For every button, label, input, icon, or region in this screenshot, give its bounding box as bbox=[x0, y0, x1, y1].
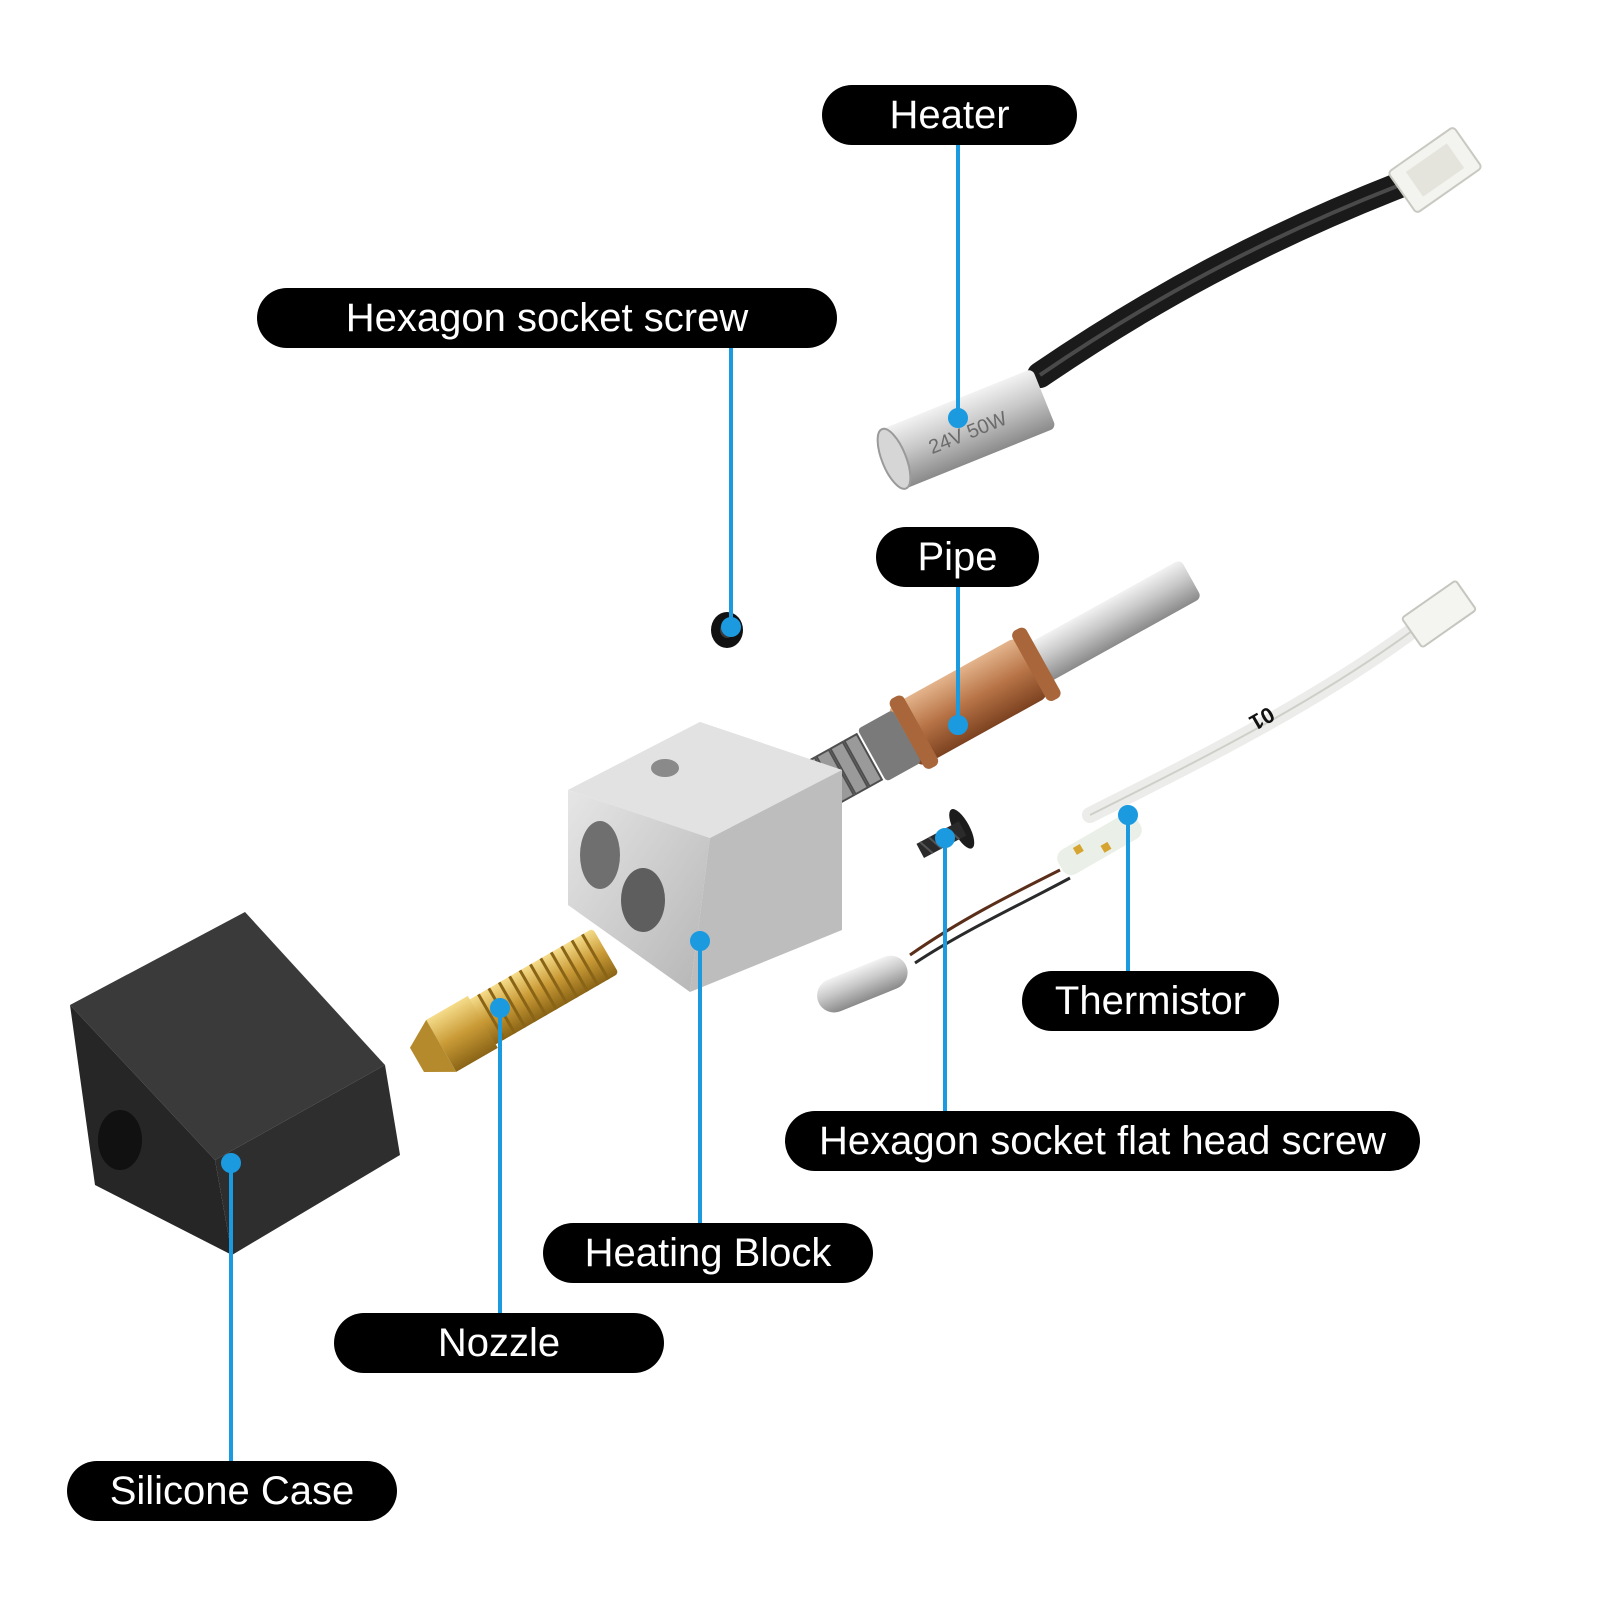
label-silicone-case: Silicone Case bbox=[67, 1461, 397, 1521]
label-hexagon-socket-flat-head-screw: Hexagon socket flat head screw bbox=[785, 1111, 1420, 1171]
anchor-dot-pipe bbox=[948, 715, 968, 735]
anchor-dot-heater bbox=[948, 408, 968, 428]
anchor-dot-hex-socket-screw bbox=[721, 617, 741, 637]
anchor-dot-nozzle bbox=[490, 998, 510, 1018]
label-heater: Heater bbox=[822, 85, 1077, 145]
anchor-dot-silicone-case bbox=[221, 1153, 241, 1173]
label-heating-block: Heating Block bbox=[543, 1223, 873, 1283]
label-hexagon-socket-screw: Hexagon socket screw bbox=[257, 288, 837, 348]
heater-cartridge: 24V 50W bbox=[876, 127, 1482, 490]
label-thermistor: Thermistor bbox=[1022, 971, 1279, 1031]
silicone-case-part bbox=[70, 912, 400, 1255]
label-nozzle: Nozzle bbox=[334, 1313, 664, 1373]
anchor-dot-heating-block bbox=[690, 931, 710, 951]
anchor-dot-flat-head-screw bbox=[935, 828, 955, 848]
anchor-dot-thermistor bbox=[1118, 805, 1138, 825]
label-pipe: Pipe bbox=[876, 527, 1039, 587]
thermistor-part: 01 bbox=[817, 580, 1477, 1013]
nozzle-part bbox=[409, 929, 618, 1072]
heating-block-part bbox=[568, 722, 842, 992]
leader-lines bbox=[221, 143, 1138, 1462]
